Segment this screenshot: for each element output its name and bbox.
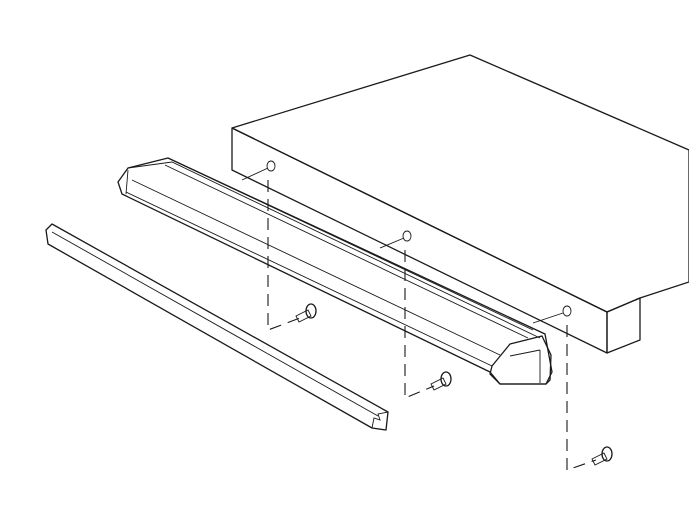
screw-thread	[430, 377, 447, 391]
hole-leader-1	[241, 167, 269, 181]
cover-strip-profile	[371, 411, 389, 429]
rail-groove	[164, 164, 529, 339]
rail	[117, 157, 553, 385]
screw-head	[305, 303, 317, 319]
rail-body	[117, 157, 553, 385]
rail-edge	[125, 191, 493, 367]
rail-groove	[167, 157, 534, 331]
screw-hole-2	[402, 230, 412, 242]
hole-leader-2	[379, 237, 405, 249]
screw-head	[440, 371, 452, 387]
rail-groove	[127, 161, 541, 339]
end-cap-right	[489, 335, 552, 385]
guide-line-1	[267, 180, 301, 331]
screw-thread	[295, 309, 312, 323]
table-side-face	[606, 297, 641, 354]
table-front-face	[231, 127, 608, 354]
cover-strip	[45, 223, 389, 431]
table-top-surface	[231, 54, 689, 313]
guide-line-2	[404, 250, 435, 399]
screw-hole-1	[266, 160, 276, 172]
table-top	[231, 54, 689, 354]
screw-thread	[591, 452, 608, 466]
screw-head	[601, 446, 613, 462]
guide-line-3	[566, 325, 597, 471]
screw-hole-3	[562, 305, 572, 317]
screw-1	[295, 303, 317, 323]
end-cap-left	[125, 169, 129, 195]
rail-edge	[131, 179, 501, 356]
cover-strip-edge	[51, 231, 379, 417]
screw-2	[430, 371, 452, 391]
end-cap-edge	[509, 349, 541, 357]
cover-strip-body	[45, 223, 389, 431]
screw-3	[591, 446, 613, 466]
hole-leader-3	[532, 312, 564, 324]
alignment-guides	[267, 180, 597, 471]
